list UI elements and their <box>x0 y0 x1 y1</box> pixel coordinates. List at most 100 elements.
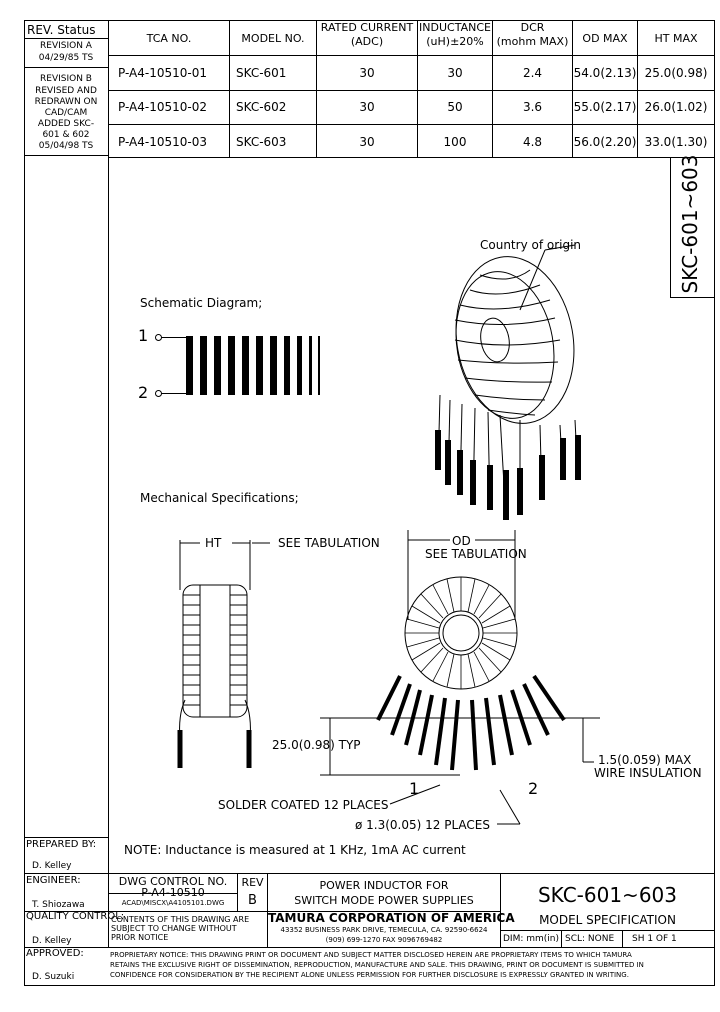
row2-model: SKC-602 <box>236 100 287 114</box>
scale: SCL: NONE <box>565 934 615 944</box>
header-tca-no: TCA NO. <box>146 32 192 45</box>
approved-label: APPROVED: <box>26 948 84 959</box>
lead-number-2: 2 <box>528 779 539 798</box>
row2-inductance: 50 <box>447 100 463 114</box>
qc-label: QUALITY CONTROL: <box>26 911 125 922</box>
engineer-label: ENGINEER: <box>26 875 81 886</box>
title-line-1: POWER INDUCTOR FOR <box>319 879 449 892</box>
origin-leader <box>544 244 576 251</box>
top-view <box>320 530 600 825</box>
header-inductance-line-1: INDUCTANCE <box>419 21 491 34</box>
prepared-by-label: PREPARED BY: <box>26 839 97 850</box>
od-see-tabulation: SEE TABULATION <box>425 547 527 561</box>
row2-dcr: 3.6 <box>522 100 543 114</box>
contents-line-1: CONTENTS OF THIS DRAWING ARE <box>111 915 250 924</box>
insulation-label-1: 1.5(0.059) MAX <box>598 753 692 767</box>
mechanical-title: Mechanical Specifications; <box>140 491 299 505</box>
row3-inductance: 100 <box>443 135 467 149</box>
row1-inductance: 30 <box>447 66 463 80</box>
row3-ht: 33.0(1.30) <box>644 135 708 149</box>
part-description: MODEL SPECIFICATION <box>539 913 676 927</box>
lead-diameter-label: ø 1.3(0.05) 12 PLACES <box>355 818 490 832</box>
toroid-3d-leads <box>435 430 581 520</box>
row1-ht: 25.0(0.98) <box>644 66 708 80</box>
row1-current: 30 <box>359 66 375 80</box>
side-part-title: SKC-601~603 <box>678 154 702 294</box>
top-view-leads <box>376 674 566 771</box>
company-name: TAMURA CORPORATION OF AMERICA <box>268 911 515 925</box>
dwg-file-path: ACAD\MISCX\A4105101.DWG <box>121 899 225 907</box>
rev-status-title: REV. Status <box>27 23 96 37</box>
rev-value: B <box>248 893 257 908</box>
row3-od: 56.0(2.20) <box>573 135 637 149</box>
proprietary-line-2: RETAINS THE EXCLUSIVE RIGHT OF DISSEMINA… <box>110 961 644 969</box>
rev-b-line-3: REDRAWN ON <box>34 97 98 107</box>
row2-od: 55.0(2.17) <box>573 100 637 114</box>
contents-line-2: SUBJECT TO CHANGE WITHOUT <box>111 924 237 933</box>
insulation-label-2: WIRE INSULATION <box>594 766 702 780</box>
header-rated-line-1: RATED CURRENT <box>320 21 414 34</box>
qc-name: D. Kelley <box>32 936 72 946</box>
header-dcr-line-1: DCR <box>520 21 545 34</box>
row3-current: 30 <box>359 135 375 149</box>
header-inductance-line-2: (uH)±20% <box>426 35 484 48</box>
rev-label: REV <box>241 876 264 889</box>
header-ht-max: HT MAX <box>654 32 698 45</box>
schematic-pin-1: 1 <box>138 326 149 345</box>
rev-b-line-7: 05/04/98 TS <box>38 141 94 151</box>
rev-a-line-2: 04/29/85 TS <box>38 53 94 63</box>
header-rated-line-2: (ADC) <box>350 35 384 48</box>
header-od-max: OD MAX <box>582 32 628 45</box>
ht-see-tabulation: SEE TABULATION <box>278 536 380 550</box>
proprietary-line-3: CONFIDENCE FOR CONSIDERATION BY THE RECI… <box>110 971 629 979</box>
schematic-pin-2: 2 <box>138 383 149 402</box>
solder-coated-label: SOLDER COATED 12 PLACES <box>218 798 389 812</box>
dwg-control-number: P-A4-10510 <box>141 886 205 899</box>
schematic-winding <box>186 336 320 395</box>
rev-b-line-6: 601 & 602 <box>42 130 90 140</box>
row3-model: SKC-603 <box>236 135 287 149</box>
row2-tca: P-A4-10510-02 <box>118 100 207 114</box>
rev-a-line-1: REVISION A <box>40 41 92 51</box>
rev-b-line-1: REVISION B <box>40 74 92 84</box>
row2-current: 30 <box>359 100 375 114</box>
side-view-leads <box>177 730 252 768</box>
dim-units: DIM: mm(in) <box>503 934 560 944</box>
ht-dimension-label: HT <box>205 536 222 550</box>
country-of-origin-label: Country of origin <box>480 238 582 252</box>
proprietary-line-1: PROPRIETARY NOTICE: THIS DRAWING PRINT O… <box>110 951 632 959</box>
dwg-control-label: DWG CONTROL NO. <box>118 875 228 888</box>
row1-model: SKC-601 <box>236 66 287 80</box>
row1-tca: P-A4-10510-01 <box>118 66 207 80</box>
row1-dcr: 2.4 <box>522 66 543 80</box>
company-phone: (909) 699-1270 FAX 9096769482 <box>325 936 443 944</box>
header-model-no: MODEL NO. <box>241 32 305 45</box>
row2-ht: 26.0(1.02) <box>644 100 708 114</box>
inductance-note: NOTE: Inductance is measured at 1 KHz, 1… <box>124 843 466 857</box>
contents-line-3: PRIOR NOTICE <box>111 933 169 942</box>
approved-name: D. Suzuki <box>32 972 75 982</box>
company-address: 43352 BUSINESS PARK DRIVE, TEMECULA, CA.… <box>280 926 488 934</box>
schematic-title: Schematic Diagram; <box>140 296 263 310</box>
part-number: SKC-601~603 <box>537 883 677 907</box>
row1-od: 54.0(2.13) <box>573 66 637 80</box>
lead-length-label: 25.0(0.98) TYP <box>272 738 361 752</box>
row3-tca: P-A4-10510-03 <box>118 135 207 149</box>
prepared-by-name: D. Kelley <box>32 861 72 871</box>
side-view <box>179 540 270 741</box>
side-title-box <box>670 157 715 298</box>
schematic-diagram <box>155 334 186 397</box>
rev-b-line-2: REVISED AND <box>35 86 97 96</box>
row3-dcr: 4.8 <box>522 135 543 149</box>
rev-b-line-4: CAD/CAM <box>44 108 88 118</box>
title-line-2: SWITCH MODE POWER SUPPLIES <box>294 894 474 907</box>
outer-border <box>24 20 715 986</box>
lead-number-1: 1 <box>409 779 420 798</box>
rev-b-line-5: ADDED SKC- <box>37 119 95 129</box>
od-dimension-label: OD <box>452 534 471 548</box>
sheet-number: SH 1 OF 1 <box>632 934 677 944</box>
engineer-name: T. Shiozawa <box>32 900 85 910</box>
header-dcr-line-2: (mohm MAX) <box>496 35 569 48</box>
